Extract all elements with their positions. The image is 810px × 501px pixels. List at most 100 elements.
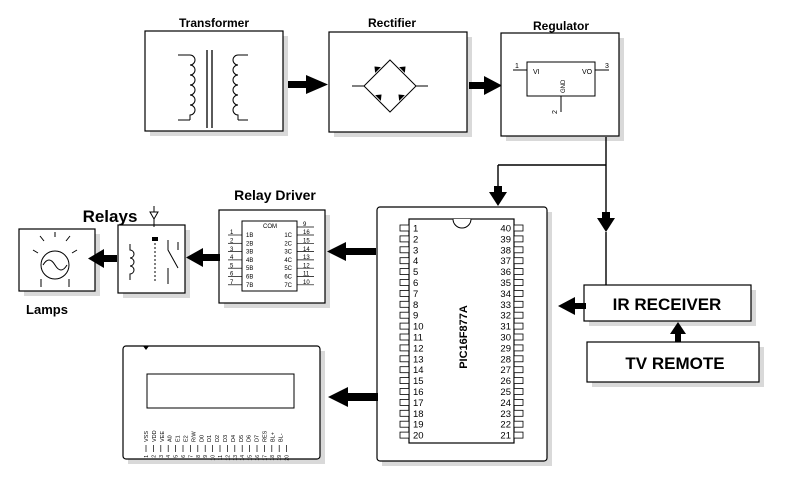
lcd-pin-number: 12 <box>225 455 231 461</box>
mcu-pin-stub <box>513 311 524 319</box>
reg-pin3: 3 <box>605 63 609 70</box>
transformer-title: Transformer <box>179 16 249 30</box>
lcd-pin-number: 4 <box>166 455 172 458</box>
mcu-pin-number: 6 <box>413 278 418 289</box>
lamp-icon <box>40 250 70 280</box>
mcu-pin-number: 27 <box>500 365 511 376</box>
mcu-pin-stub <box>513 268 524 276</box>
driver-out-label: 1C <box>284 233 292 239</box>
mcu-pin-number: 33 <box>500 300 511 311</box>
lcd-pin-label: D0 <box>199 435 205 442</box>
uln-ic <box>241 220 298 292</box>
driver-in-label: 6B <box>246 275 253 281</box>
driver-in-num: 3 <box>230 247 234 253</box>
rectifier-block <box>328 31 472 137</box>
mcu-pin-stub <box>513 409 524 417</box>
driver-out-num: 11 <box>303 272 310 278</box>
driver-in-label: 4B <box>246 258 253 264</box>
regulator-title: Regulator <box>533 19 589 33</box>
driver-out-label: 5C <box>284 266 292 272</box>
driver-in-label: 2B <box>246 241 253 247</box>
lcd-pin-label: E1 <box>176 435 182 442</box>
mcu-pin-number: 24 <box>500 398 511 409</box>
mcu-pin-number: 15 <box>413 376 424 387</box>
mcu-pin-stub <box>513 246 524 254</box>
mcu-pin-number: 36 <box>500 267 511 278</box>
mcu-pin-stub <box>399 409 410 417</box>
regulator-block: VI VO GND 1 3 2 <box>500 32 624 141</box>
mcu-pin-number: 34 <box>500 289 511 300</box>
mcu-pin-stub <box>399 257 410 265</box>
mcu-pin-number: 35 <box>500 278 511 289</box>
lcd-pin-label: D2 <box>215 435 221 442</box>
mcu-pin-stub <box>399 246 410 254</box>
mcu-pin-stub <box>513 289 524 297</box>
lcd-pin-number: 6 <box>181 455 187 458</box>
mcu-pin-number: 16 <box>413 387 424 398</box>
mcu-pin-stub <box>399 311 410 319</box>
arrow-relay-lamp <box>88 249 117 268</box>
mcu-pin-number: 14 <box>413 365 424 376</box>
relay-coil <box>129 244 135 280</box>
lamps-title: Lamps <box>26 302 68 317</box>
mcu-pin-stub <box>513 355 524 363</box>
transformer-block <box>144 30 288 136</box>
lcd-pin-number: 8 <box>196 455 202 458</box>
mcu-pin-number: 29 <box>500 343 511 354</box>
mcu-pin-number: 39 <box>500 234 511 245</box>
mcu-pin-number: 10 <box>413 322 424 333</box>
driver-out-num: 14 <box>303 247 310 253</box>
mcu-pin-number: 11 <box>413 333 423 344</box>
rectifier-title: Rectifier <box>368 16 416 30</box>
lcd-pin-number: 14 <box>240 455 246 461</box>
driver-in-num: 5 <box>230 263 234 269</box>
lcd-pin-number: 15 <box>248 455 254 461</box>
mcu-pin-stub <box>513 344 524 352</box>
mcu-pin-stub <box>513 398 524 406</box>
driver-out-label: 2C <box>284 241 292 247</box>
driver-out-label: 6C <box>284 275 292 281</box>
arrow-rectifier-regulator <box>469 76 502 95</box>
reg-pin2: 2 <box>552 110 559 114</box>
mcu-pin-stub <box>399 377 410 385</box>
mcu-pin-number: 4 <box>413 256 418 267</box>
microcontroller: PIC16F877A 12345678910111213141516171819… <box>376 206 552 466</box>
lcd-pin-number: 18 <box>270 455 276 461</box>
lcd-pin-label: BL+ <box>270 432 276 442</box>
lcd-pin-number: 2 <box>151 455 157 458</box>
driver-out-num: 12 <box>303 263 310 269</box>
reg-gnd-label: GND <box>561 79 567 93</box>
mcu-pin-number: 26 <box>500 376 511 387</box>
lcd-pin-label: VDD <box>152 430 158 442</box>
lcd-pin-number: 16 <box>255 455 261 461</box>
lcd-pin-number: 17 <box>262 455 268 461</box>
mcu-pin-number: 30 <box>500 333 511 344</box>
lcd-pin-number: 10 <box>211 455 217 461</box>
driver-in-num: 4 <box>230 255 234 261</box>
reg-pin1: 1 <box>515 63 519 70</box>
lcd-pin-number: 1 <box>144 455 150 458</box>
driver-in-num: 6 <box>230 272 234 278</box>
mcu-pin-stub <box>513 257 524 265</box>
driver-in-num: 1 <box>230 230 234 236</box>
mcu-pin-stub <box>513 300 524 308</box>
power-wires <box>489 137 615 286</box>
driver-in-label: 1B <box>246 233 253 239</box>
mcu-pin-number: 40 <box>500 224 511 235</box>
driver-out-label: 7C <box>284 283 292 289</box>
tv-remote-label: TV REMOTE <box>625 354 724 373</box>
lcd-pin-number: 11 <box>218 455 224 460</box>
lcd-pin-label: VSS <box>144 431 150 442</box>
reg-vi-label: VI <box>533 69 540 76</box>
mcu-pin-stub <box>513 224 524 232</box>
arrow-driver-relay <box>186 248 220 267</box>
driver-out-label: 4C <box>284 258 292 264</box>
lcd-pin-number: 5 <box>174 455 180 458</box>
mcu-pin-stub <box>399 388 410 395</box>
mcu-pin-stub <box>513 235 524 243</box>
mcu-pin-stub <box>399 431 410 439</box>
lcd-pin-number: 3 <box>159 455 165 458</box>
